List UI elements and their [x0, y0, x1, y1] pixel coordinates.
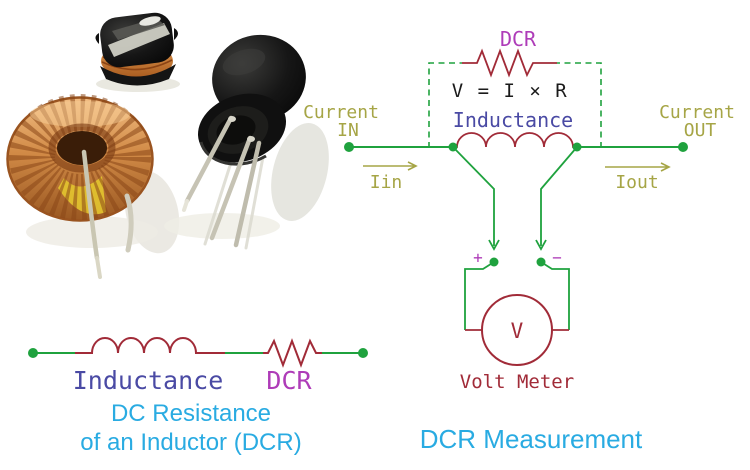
dashed-box [428, 62, 462, 148]
inductance-label: Inductance [453, 108, 573, 132]
terminal-node-in [344, 142, 354, 152]
toroid-lead [124, 193, 134, 253]
dcr-measurement-circuit: V DCR V = I × R Inductance Current IN Cu… [303, 27, 735, 393]
down-arrow-icon [535, 239, 547, 251]
iout-label: Iout [615, 172, 658, 193]
resistor-symbol [263, 338, 322, 368]
meter-wire-left [464, 261, 495, 330]
current-out-label-line1: Current [659, 102, 735, 123]
voltmeter-label: Volt Meter [460, 371, 574, 393]
voltmeter-symbol: V [511, 319, 524, 343]
current-out-label-line2: OUT [684, 120, 717, 141]
photo-shadow [271, 123, 329, 221]
dcr-label: DCR [266, 366, 312, 395]
iin-arrow-icon [363, 161, 418, 171]
toroid-lead-tip [95, 256, 102, 279]
smd-inductor-photo [95, 12, 180, 92]
inductance-label: Inductance [73, 366, 224, 395]
current-in-label-line1: Current [303, 102, 379, 123]
meter-wire-right [540, 261, 570, 330]
current-in-label-line2: IN [337, 120, 359, 141]
terminal-node [28, 348, 38, 358]
dashed-box [557, 62, 602, 148]
ohms-law-formula: V = I × R [452, 80, 568, 102]
terminal-node [358, 348, 368, 358]
toroid-lead [81, 149, 100, 261]
terminal-node-out [678, 142, 688, 152]
iout-arrow-icon [605, 162, 671, 172]
inductor-symbol [453, 132, 577, 148]
toroidal-inductor-photo [6, 94, 154, 279]
voltmeter-circle [481, 294, 553, 366]
caption-line2: of an Inductor (DCR) [80, 429, 302, 456]
minus-sign: − [552, 248, 562, 267]
iin-label: Iin [370, 172, 403, 193]
down-arrow-icon [488, 239, 500, 251]
drum-lead [209, 135, 253, 241]
caption-line1: DC Resistance [110, 400, 272, 427]
probe-wire-right [540, 146, 578, 246]
caption-dcr-measurement: DCR Measurement [419, 424, 643, 454]
plus-sign: + [473, 248, 483, 267]
drum-lead [184, 115, 234, 204]
drum-lead [233, 140, 262, 248]
probe-wire-left [452, 146, 495, 246]
resistor-symbol [462, 48, 557, 78]
dcr-series-model: Inductance DCR [28, 337, 368, 395]
inductor-symbol [75, 337, 225, 354]
caption-dc-resistance: DC Resistance of an Inductor (DCR) [0, 399, 382, 457]
dcr-label: DCR [500, 27, 537, 51]
drum-inductor-photo [182, 34, 306, 250]
